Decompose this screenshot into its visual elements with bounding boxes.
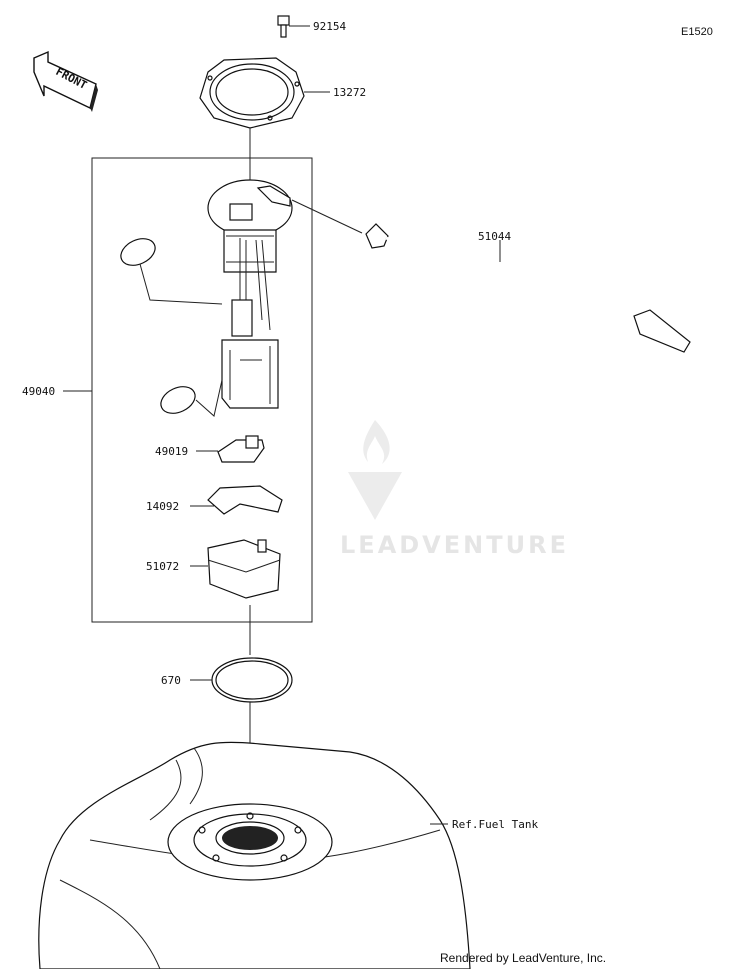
part-number-670: 670 xyxy=(161,674,181,687)
watermark-text: LEADVENTURE xyxy=(340,531,569,559)
fuel-pump-assembly xyxy=(120,179,293,417)
bolt-part xyxy=(277,15,310,38)
part-number-51072: 51072 xyxy=(146,560,179,573)
cover-part xyxy=(190,539,281,599)
part-number-14092: 14092 xyxy=(146,500,179,513)
part-number-13272: 13272 xyxy=(333,86,366,99)
render-credit: Rendered by LeadVenture, Inc. xyxy=(440,951,606,965)
reference-fuel-tank: Ref.Fuel Tank xyxy=(452,818,538,831)
diagram-code: E1520 xyxy=(681,26,713,38)
watermark-v-icon xyxy=(348,472,402,520)
fuel-hose-part xyxy=(291,199,691,353)
holder-part xyxy=(190,485,283,515)
part-number-49040: 49040 xyxy=(22,385,55,398)
watermark-flame-icon xyxy=(363,420,390,464)
o-ring-part xyxy=(190,657,293,703)
watermark: LEADVENTURE xyxy=(340,420,569,559)
filter-part xyxy=(196,435,265,463)
pump-assy-bracket xyxy=(63,157,313,623)
gasket-plate-part xyxy=(199,57,330,129)
part-number-92154: 92154 xyxy=(313,20,346,33)
part-number-51044: 51044 xyxy=(478,230,511,243)
fuel-tank-part xyxy=(38,741,471,969)
part-number-49019: 49019 xyxy=(155,445,188,458)
front-arrow: FRONT xyxy=(33,50,98,112)
